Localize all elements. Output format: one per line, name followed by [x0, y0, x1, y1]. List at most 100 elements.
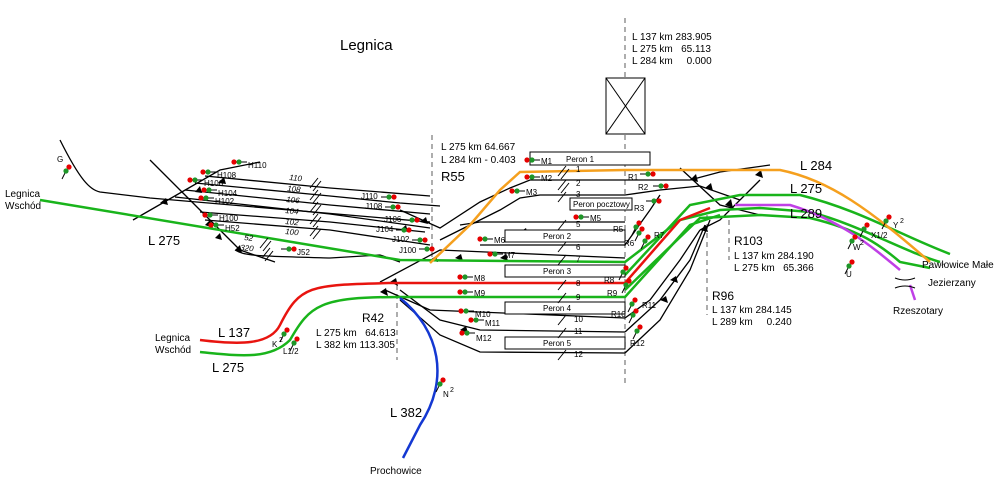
signal-j106: J106 [384, 215, 420, 224]
platform-4 [504, 301, 626, 315]
signal-label: J108 [365, 202, 383, 211]
track-102 [199, 211, 426, 233]
line-289 [735, 203, 901, 271]
svg-text:104: 104 [285, 206, 300, 216]
signal-label: M8 [474, 274, 486, 283]
west-track-numbers: 110 108 106 104 102 100 52 320 [240, 173, 303, 253]
platform-5-label: Peron 5 [543, 339, 572, 348]
signal-label: R10 [611, 310, 626, 319]
svg-text:L 382 km 113.305: L 382 km 113.305 [316, 340, 395, 351]
signal-green-light-icon [529, 157, 535, 163]
platform-4-label: Peron 4 [543, 304, 572, 313]
signal-j104: J104 [376, 225, 412, 234]
signal-red-light-icon [198, 195, 204, 201]
line-137 [199, 206, 711, 344]
signal-green-light-icon [651, 198, 657, 204]
signal-label-superscript: 2 [450, 387, 454, 394]
signal-red-light-icon [200, 169, 206, 175]
signal-green-light-icon [529, 174, 535, 180]
track-link [379, 249, 626, 283]
signal-red-light-icon [201, 187, 207, 193]
line-label-275-west: L 275 [148, 233, 180, 248]
signal-m2: M2 [524, 174, 553, 183]
signal-green-light-icon [623, 282, 629, 288]
signal-label: M11 [485, 319, 501, 328]
signal-label: M2 [541, 174, 553, 183]
signal-label-superscript: 2 [900, 218, 904, 225]
track-east-10 [624, 229, 701, 319]
svg-text:5: 5 [576, 220, 581, 229]
dest-legnica-wschod-sw-1: Legnica [155, 333, 190, 344]
signal-red-light-icon [429, 246, 435, 252]
track-3 [439, 194, 625, 241]
signal-x12: X1/2 [859, 222, 888, 240]
signal-m7: M7 [487, 251, 516, 260]
signal-red-light-icon [440, 377, 446, 383]
signal-label-superscript: 2 [279, 337, 283, 344]
track-5 [459, 221, 625, 226]
dest-pawlowice: Pawłowice Małe [922, 260, 994, 271]
track-104 [174, 196, 431, 229]
signal-label: M7 [504, 251, 516, 260]
platform-2-label: Peron 2 [543, 232, 572, 241]
signal-m9: M9 [457, 289, 486, 298]
signal-red-light-icon [187, 177, 193, 183]
signal-label: J102 [392, 235, 410, 244]
signal-red-light-icon [457, 289, 463, 295]
signal-label: M6 [494, 236, 506, 245]
signal-label: G [57, 155, 63, 164]
svg-text:9: 9 [576, 293, 581, 302]
signal-m6: M6 [477, 236, 506, 245]
svg-text:R42: R42 [362, 311, 384, 325]
svg-text:L 275 km 65.366: L 275 km 65.366 [734, 263, 814, 274]
svg-text:L 137 km 283.905: L 137 km 283.905 [632, 32, 712, 43]
signal-label: R12 [630, 339, 645, 348]
signal-red-light-icon [626, 278, 632, 284]
signal-h52: H52 [208, 222, 240, 233]
signal-red-light-icon [639, 226, 645, 232]
signal-label: R6 [624, 239, 635, 248]
signal-red-light-icon [632, 297, 638, 303]
platform-1-label: Peron 1 [566, 155, 595, 164]
track-east-2 [624, 185, 741, 201]
signal-m11: M11 [468, 317, 501, 328]
line-label-289: L 289 [790, 206, 822, 221]
line-label-284: L 284 [800, 158, 832, 173]
signal-green-light-icon [206, 187, 212, 193]
platform-postal [569, 197, 633, 211]
signal-green-light-icon [462, 289, 468, 295]
svg-text:108: 108 [287, 184, 302, 194]
signal-j52: J52 [281, 246, 310, 257]
track-11 [399, 289, 626, 333]
svg-text:3: 3 [576, 190, 581, 199]
svg-text:12: 12 [574, 350, 583, 359]
line-382 [399, 297, 439, 459]
signal-label: R3 [634, 204, 645, 213]
signal-label: H106 [204, 179, 224, 188]
signal-green-light-icon [424, 246, 430, 252]
signal-label: R2 [638, 183, 649, 192]
signal-label: M5 [590, 214, 602, 223]
line-label-382: L 382 [390, 405, 422, 420]
signal-label: W [853, 243, 861, 252]
svg-text:L 137 km 284.145: L 137 km 284.145 [712, 305, 792, 316]
signal-label: H102 [215, 197, 235, 206]
track-320 [234, 249, 401, 263]
dest-jezierzany: Jezierzany [928, 278, 976, 289]
signal-label: R11 [642, 301, 657, 310]
signal-j110: J110 [361, 192, 397, 201]
signal-green-light-icon [849, 238, 855, 244]
signal-r5: R5 [613, 220, 642, 236]
signal-m8: M8 [457, 274, 486, 283]
signal-label: H100 [219, 214, 239, 223]
signal-red-light-icon [284, 327, 290, 333]
track-100 [204, 219, 431, 246]
signal-green-light-icon [514, 188, 520, 194]
signal-red-light-icon [656, 198, 662, 204]
line-275-main [39, 198, 941, 264]
svg-text:100: 100 [285, 227, 300, 237]
signal-label: J104 [376, 225, 394, 234]
svg-text:L 275 km 65.113: L 275 km 65.113 [632, 44, 711, 55]
svg-text:6: 6 [576, 243, 581, 252]
